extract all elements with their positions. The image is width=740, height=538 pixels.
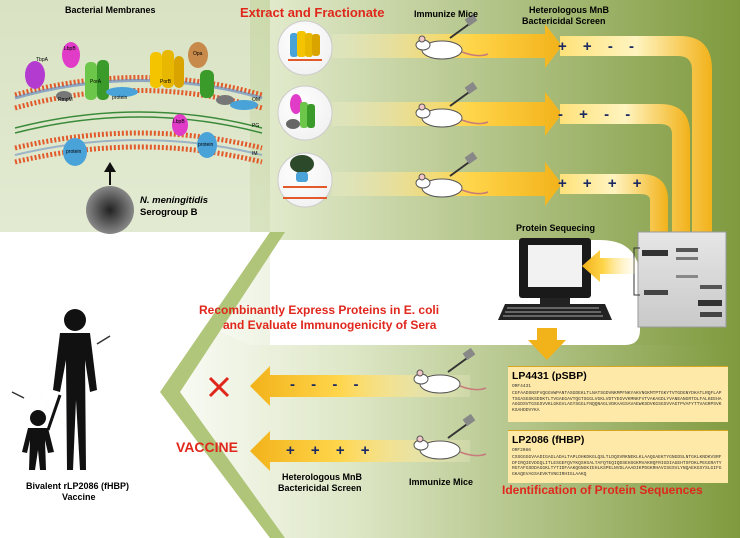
label-bivalent-1: Bivalent rLP2086 (fHBP) xyxy=(26,481,130,491)
label-im: IM xyxy=(252,151,258,157)
label-rmpm: RmpM xyxy=(58,97,73,103)
label-serogroup: Serogroup B xyxy=(140,207,198,218)
membrane-illustration xyxy=(14,42,263,234)
label-pg: PG xyxy=(252,123,260,129)
label-protein-sequencing: Protein Sequecing xyxy=(516,223,596,233)
label-lbpb: LbpB xyxy=(64,46,76,52)
label-immunize-mice-top: Immunize Mice xyxy=(414,9,479,19)
mouse-icon-5 xyxy=(413,413,487,460)
score-row-3: + + + + xyxy=(558,175,648,192)
label-om: OM xyxy=(252,97,261,103)
label-heterologous-top-2: Bactericidal Screen xyxy=(522,16,606,26)
mouse-icon-1 xyxy=(415,13,489,60)
lp2086-sequence: CSSGGGGVAADIGAGLADALTAPLDHKDKGLQSLTLDQSV… xyxy=(512,455,722,477)
label-heterologous-top-1: Heterologous MnB xyxy=(529,5,609,15)
label-recomb-2: and Evaluate Immunogenicity of Sera xyxy=(223,318,437,332)
label-pora: PorA xyxy=(90,79,102,85)
mouse-icon-2 xyxy=(415,81,489,128)
sequence-box-lp2086: LP2086 (fHBP) ORF2086 CSSGGGGVAADIGAGLAD… xyxy=(508,430,728,483)
label-immunize-mice-bottom: Immunize Mice xyxy=(409,477,474,487)
silhouette-adult-child xyxy=(11,309,111,470)
lp4431-title: LP4431 (pSBP) xyxy=(512,370,587,382)
lp2086-title: LP2086 (fHBP) xyxy=(512,434,585,446)
computer-icon xyxy=(498,238,612,320)
label-porb: PorB xyxy=(160,79,172,85)
label-opa: Opa xyxy=(193,51,203,57)
label-lbpb-2: LbpB xyxy=(173,119,185,125)
label-heterologous-bottom-2: Bactericidal Screen xyxy=(278,483,362,493)
score-lp4431: - - - - xyxy=(290,376,365,393)
label-extract-fractionate: Extract and Fractionate xyxy=(240,5,385,20)
label-protein-right: protein xyxy=(198,142,214,148)
lp4431-orf-label: ORF4431 xyxy=(512,384,531,389)
gel-image xyxy=(633,231,727,328)
sequence-box-lp4431: LP4431 (pSBP) ORF4431 CGFAADSNSFVQGGVWPA… xyxy=(508,366,728,422)
extract-circle-2 xyxy=(277,85,333,141)
label-bivalent-2: Vaccine xyxy=(62,492,96,502)
label-bacterial-membranes: Bacterial Membranes xyxy=(65,5,156,15)
down-arrow xyxy=(528,328,566,360)
label-heterologous-bottom-1: Heterologous MnB xyxy=(282,472,362,482)
label-vaccine: VACCINE xyxy=(176,439,238,455)
mouse-icon-4 xyxy=(413,347,487,394)
lp2086-orf-label: ORF2086 xyxy=(512,448,531,453)
score-row-2: - + - - xyxy=(558,106,637,123)
label-protein-lower: protein xyxy=(66,149,82,155)
label-recomb-1: Recombinantly Express Proteins in E. col… xyxy=(199,303,440,317)
gel-to-computer-arrow xyxy=(582,250,636,282)
mouse-icon-3 xyxy=(415,151,489,198)
extract-circle-1 xyxy=(277,20,333,76)
curved-bands xyxy=(560,36,712,232)
score-row-1: + + - - xyxy=(558,38,641,55)
score-lp2086: + + + + xyxy=(286,442,376,459)
arrowhead-white xyxy=(40,232,270,538)
label-n-meningitidis: N. meningitidis xyxy=(140,195,209,206)
lp4431-sequence: CGFAADSNSFVQGGVWPANTASGDEKLTLNATSGDVNKMP… xyxy=(512,391,722,413)
label-tbpa: TbpA xyxy=(36,57,48,63)
background-top-left-fade xyxy=(0,0,270,232)
label-protein-upper: protein xyxy=(112,95,128,101)
red-x-icon xyxy=(208,376,230,398)
label-identification: Identification of Protein Sequences xyxy=(502,483,703,497)
extract-circle-3 xyxy=(277,152,333,208)
